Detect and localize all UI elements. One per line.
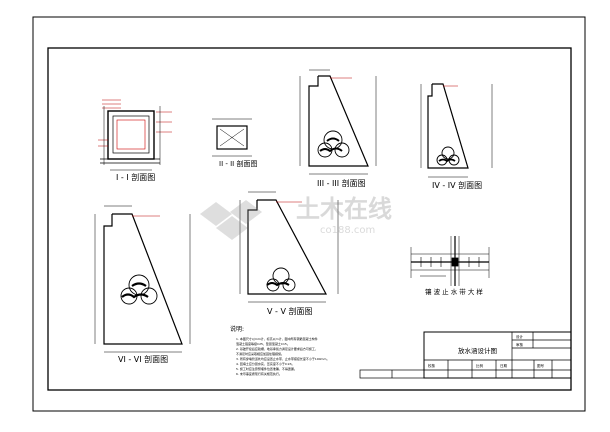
notes-heading: 说明: xyxy=(230,325,244,333)
section-4-label: IV - IV 剖面图 xyxy=(432,180,482,190)
note-line: 1. 本图尺寸以mm计，标高以m计，图中所有钢筋混凝土构件 xyxy=(236,336,318,341)
watermark: 土木在线 co188.com xyxy=(200,195,392,240)
waterstop-label: 镶 波 止 水 带 大 样 xyxy=(425,287,483,296)
watermark-logo-icon xyxy=(200,200,262,240)
title-cell: 日期 xyxy=(500,363,508,368)
note-line: 不满足时应采取相应加固处理措施。 xyxy=(236,351,284,356)
title-cell: 审核 xyxy=(516,342,524,347)
title-cell: 设计 xyxy=(516,334,524,339)
title-block-title: 放水涵设计图 xyxy=(458,346,497,355)
watermark-sub-text: co188.com xyxy=(320,225,375,236)
section-1-label: I - I 剖面图 xyxy=(116,172,155,182)
note-line: 6. 未尽事宜按现行有关规范执行。 xyxy=(236,371,282,376)
watermark-main-text: 土木在线 xyxy=(296,195,392,223)
notes-lines: 1. 本图尺寸以mm计，标高以m计，图中所有钢筋混凝土构件 混凝土强度等级C25… xyxy=(236,336,329,376)
title-block-cells: 设计 审核 校核 比例 日期 图号 xyxy=(428,334,545,368)
section-3-detail xyxy=(299,69,377,175)
note-line: 2. 基础开挖后应验槽，地基承载力满足设计要求后方可施工， xyxy=(236,346,318,351)
inner-frame xyxy=(47,47,572,391)
note-line: 4. 回填土应分层夯实，压实度不小于0.93。 xyxy=(236,361,295,366)
note-line: 3. 所有穿墙管道处均应设置止水带，止水带搭接长度不小于100mm。 xyxy=(236,356,329,361)
title-block xyxy=(359,331,572,379)
outer-frame xyxy=(32,16,586,412)
section-6-label: VI - VI 剖面图 xyxy=(118,354,168,364)
waterstop-detail xyxy=(410,236,490,286)
section-6-detail xyxy=(94,205,191,353)
section-5-label: V - V 剖面图 xyxy=(267,306,312,316)
title-cell: 比例 xyxy=(476,363,484,368)
section-1-detail xyxy=(98,99,172,171)
note-line: 混凝土强度等级C25，垫层混凝土C15。 xyxy=(236,341,290,346)
section-4-detail xyxy=(420,83,493,178)
title-cell: 校核 xyxy=(428,363,436,368)
title-cell: 图号 xyxy=(537,363,545,368)
section-2-detail xyxy=(212,118,252,157)
section-5-detail xyxy=(239,191,339,303)
section-2-label: II - II 剖面图 xyxy=(219,159,257,168)
section-3-label: III - III 剖面图 xyxy=(317,178,366,188)
note-line: 5. 施工时应注意预埋件位置准确，不得遗漏。 xyxy=(236,366,297,371)
